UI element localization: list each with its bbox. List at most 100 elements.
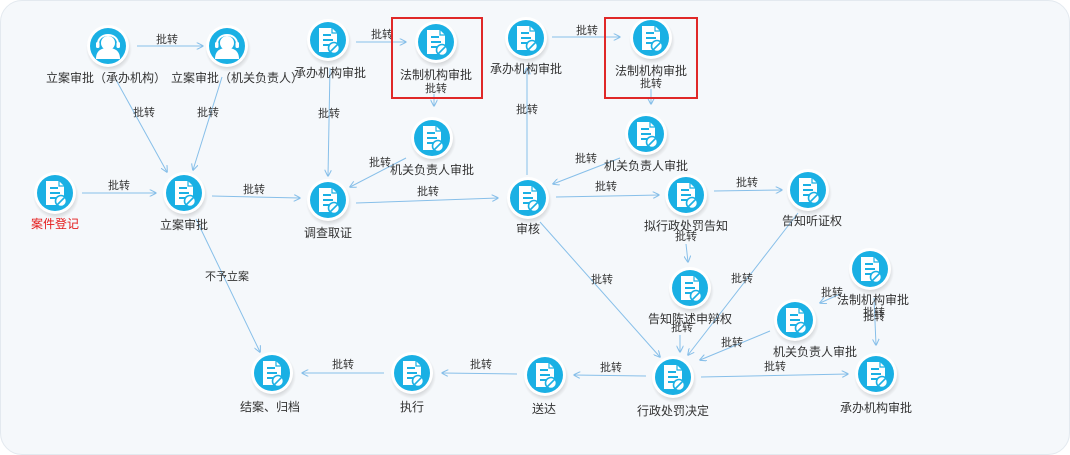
edge-label-n1-n2: 批转 (156, 32, 178, 46)
edge-label-n3-n4: 批转 (371, 27, 393, 41)
edge-n17-n21 (700, 330, 771, 360)
node-label: 机关负责人审批 (390, 162, 474, 177)
edge-n16-n22 (874, 297, 876, 345)
edge-n11-n12 (355, 198, 498, 204)
document-icon (46, 181, 68, 208)
node-label: 拟行政处罚告知 (644, 219, 728, 233)
user-icon (96, 34, 120, 59)
node-n17[interactable]: 机关负责人审批 (773, 299, 857, 359)
document-icon (664, 365, 686, 392)
document-icon (642, 26, 664, 53)
edge-n10-n18 (195, 218, 260, 352)
node-label: 承办机构审批 (490, 61, 562, 76)
document-icon (175, 181, 197, 208)
node-label: 承办机构审批 (294, 65, 366, 80)
node-sublabel: 批转 (863, 309, 885, 323)
node-n22[interactable]: 承办机构审批 (840, 353, 912, 415)
document-icon (423, 126, 445, 153)
document-icon (263, 361, 285, 388)
edge-label-n5-n6: 批转 (576, 23, 598, 37)
edge-n7-n11 (350, 157, 407, 187)
node-n18[interactable]: 结案、归档 (240, 352, 300, 414)
node-label: 立案审批 (160, 217, 208, 232)
edge-label-n21-n20: 批转 (600, 360, 622, 374)
node-sublabel: 批转 (675, 229, 697, 243)
node-label: 调查取证 (304, 226, 352, 240)
node-label: 案件登记 (31, 216, 79, 231)
node-n11[interactable]: 调查取证 (304, 179, 352, 240)
user-icon (215, 34, 239, 59)
node-n8[interactable]: 机关负责人审批 (604, 113, 688, 173)
edge-label-n20-n19: 批转 (470, 357, 492, 371)
document-icon (519, 186, 541, 213)
edge-label-n17-n16: 批转 (821, 285, 843, 299)
document-icon (681, 276, 703, 303)
node-n2[interactable]: 立案审批（机关负责人） (171, 25, 303, 85)
document-icon (536, 363, 558, 390)
node-label: 行政处罚决定 (637, 403, 709, 418)
node-n20[interactable]: 送达 (523, 354, 569, 416)
node-n19[interactable]: 执行 (390, 352, 436, 414)
node-label: 法制机构审批 (615, 63, 687, 78)
node-n5[interactable]: 承办机构审批 (490, 17, 562, 76)
node-n14[interactable]: 告知听证权 (782, 169, 842, 228)
edge-label-n10-n18: 不予立案 (205, 269, 249, 283)
highlight-box-n6 (604, 17, 698, 99)
edge-label-n9-n10: 批转 (108, 178, 130, 192)
node-n9[interactable]: 案件登记 (31, 172, 79, 231)
node-label: 机关负责人审批 (604, 158, 688, 173)
document-icon (799, 178, 821, 205)
edge-labels-layer: 批转批转批转批转批转批转批转批转批转批转批转批转批转批转不予立案批转批转批转批转… (108, 23, 885, 374)
document-icon (403, 361, 425, 388)
node-label: 法制机构审批 (400, 67, 472, 82)
edge-n10-n11 (211, 196, 300, 198)
document-icon (319, 188, 341, 215)
edge-n12-n13 (555, 195, 659, 197)
document-icon (677, 183, 699, 210)
node-n3[interactable]: 承办机构审批 (294, 19, 366, 80)
node-label: 送达 (532, 401, 556, 416)
edge-n21-n20 (574, 375, 647, 376)
edge-label-n12-n21: 批转 (591, 272, 613, 286)
document-icon (637, 122, 659, 149)
edge-n2-n10 (193, 76, 223, 170)
node-n12[interactable]: 审核 (506, 177, 552, 236)
edge-n13-n14 (713, 190, 782, 191)
node-label: 法制机构审批 (837, 292, 909, 307)
edge-n1-n10 (114, 77, 167, 172)
edge-n21-n22 (700, 374, 848, 377)
node-label: 立案审批（承办机构） (46, 70, 166, 85)
edge-label-n8-n12: 批转 (575, 151, 597, 165)
edges-layer (82, 37, 876, 377)
node-label: 告知陈述申辩权 (648, 311, 732, 326)
document-icon (319, 28, 341, 55)
node-n21[interactable]: 行政处罚决定 (637, 356, 709, 418)
document-icon (867, 362, 889, 389)
node-label: 审核 (516, 221, 540, 236)
node-label: 告知听证权 (782, 214, 842, 228)
edge-label-n13-n14: 批转 (736, 175, 758, 189)
edge-n3-n11 (328, 67, 330, 176)
edge-label-n16-n22: 批转 (863, 305, 885, 319)
edge-label-n17-n21: 批转 (721, 335, 743, 349)
edge-label-n19-n18: 批转 (332, 357, 354, 371)
node-n1[interactable]: 立案审批（承办机构） (46, 25, 166, 85)
nodes-layer: 立案审批（承办机构）立案审批（机关负责人）承办机构审批法制机构审批批转承办机构审… (31, 17, 912, 418)
edge-label-n3-n11: 批转 (318, 106, 340, 120)
edge-label-n11-n12: 批转 (417, 184, 439, 198)
edge-label-n2-n10: 批转 (197, 105, 219, 119)
edge-n8-n12 (553, 157, 621, 184)
edge-n17-n16 (820, 293, 841, 303)
node-n7[interactable]: 机关负责人审批 (390, 117, 474, 177)
document-icon (786, 308, 808, 335)
edge-label-n21-n22: 批转 (764, 359, 786, 373)
document-icon (517, 26, 539, 53)
node-label: 执行 (400, 400, 424, 414)
node-n10[interactable]: 立案审批 (160, 172, 208, 232)
